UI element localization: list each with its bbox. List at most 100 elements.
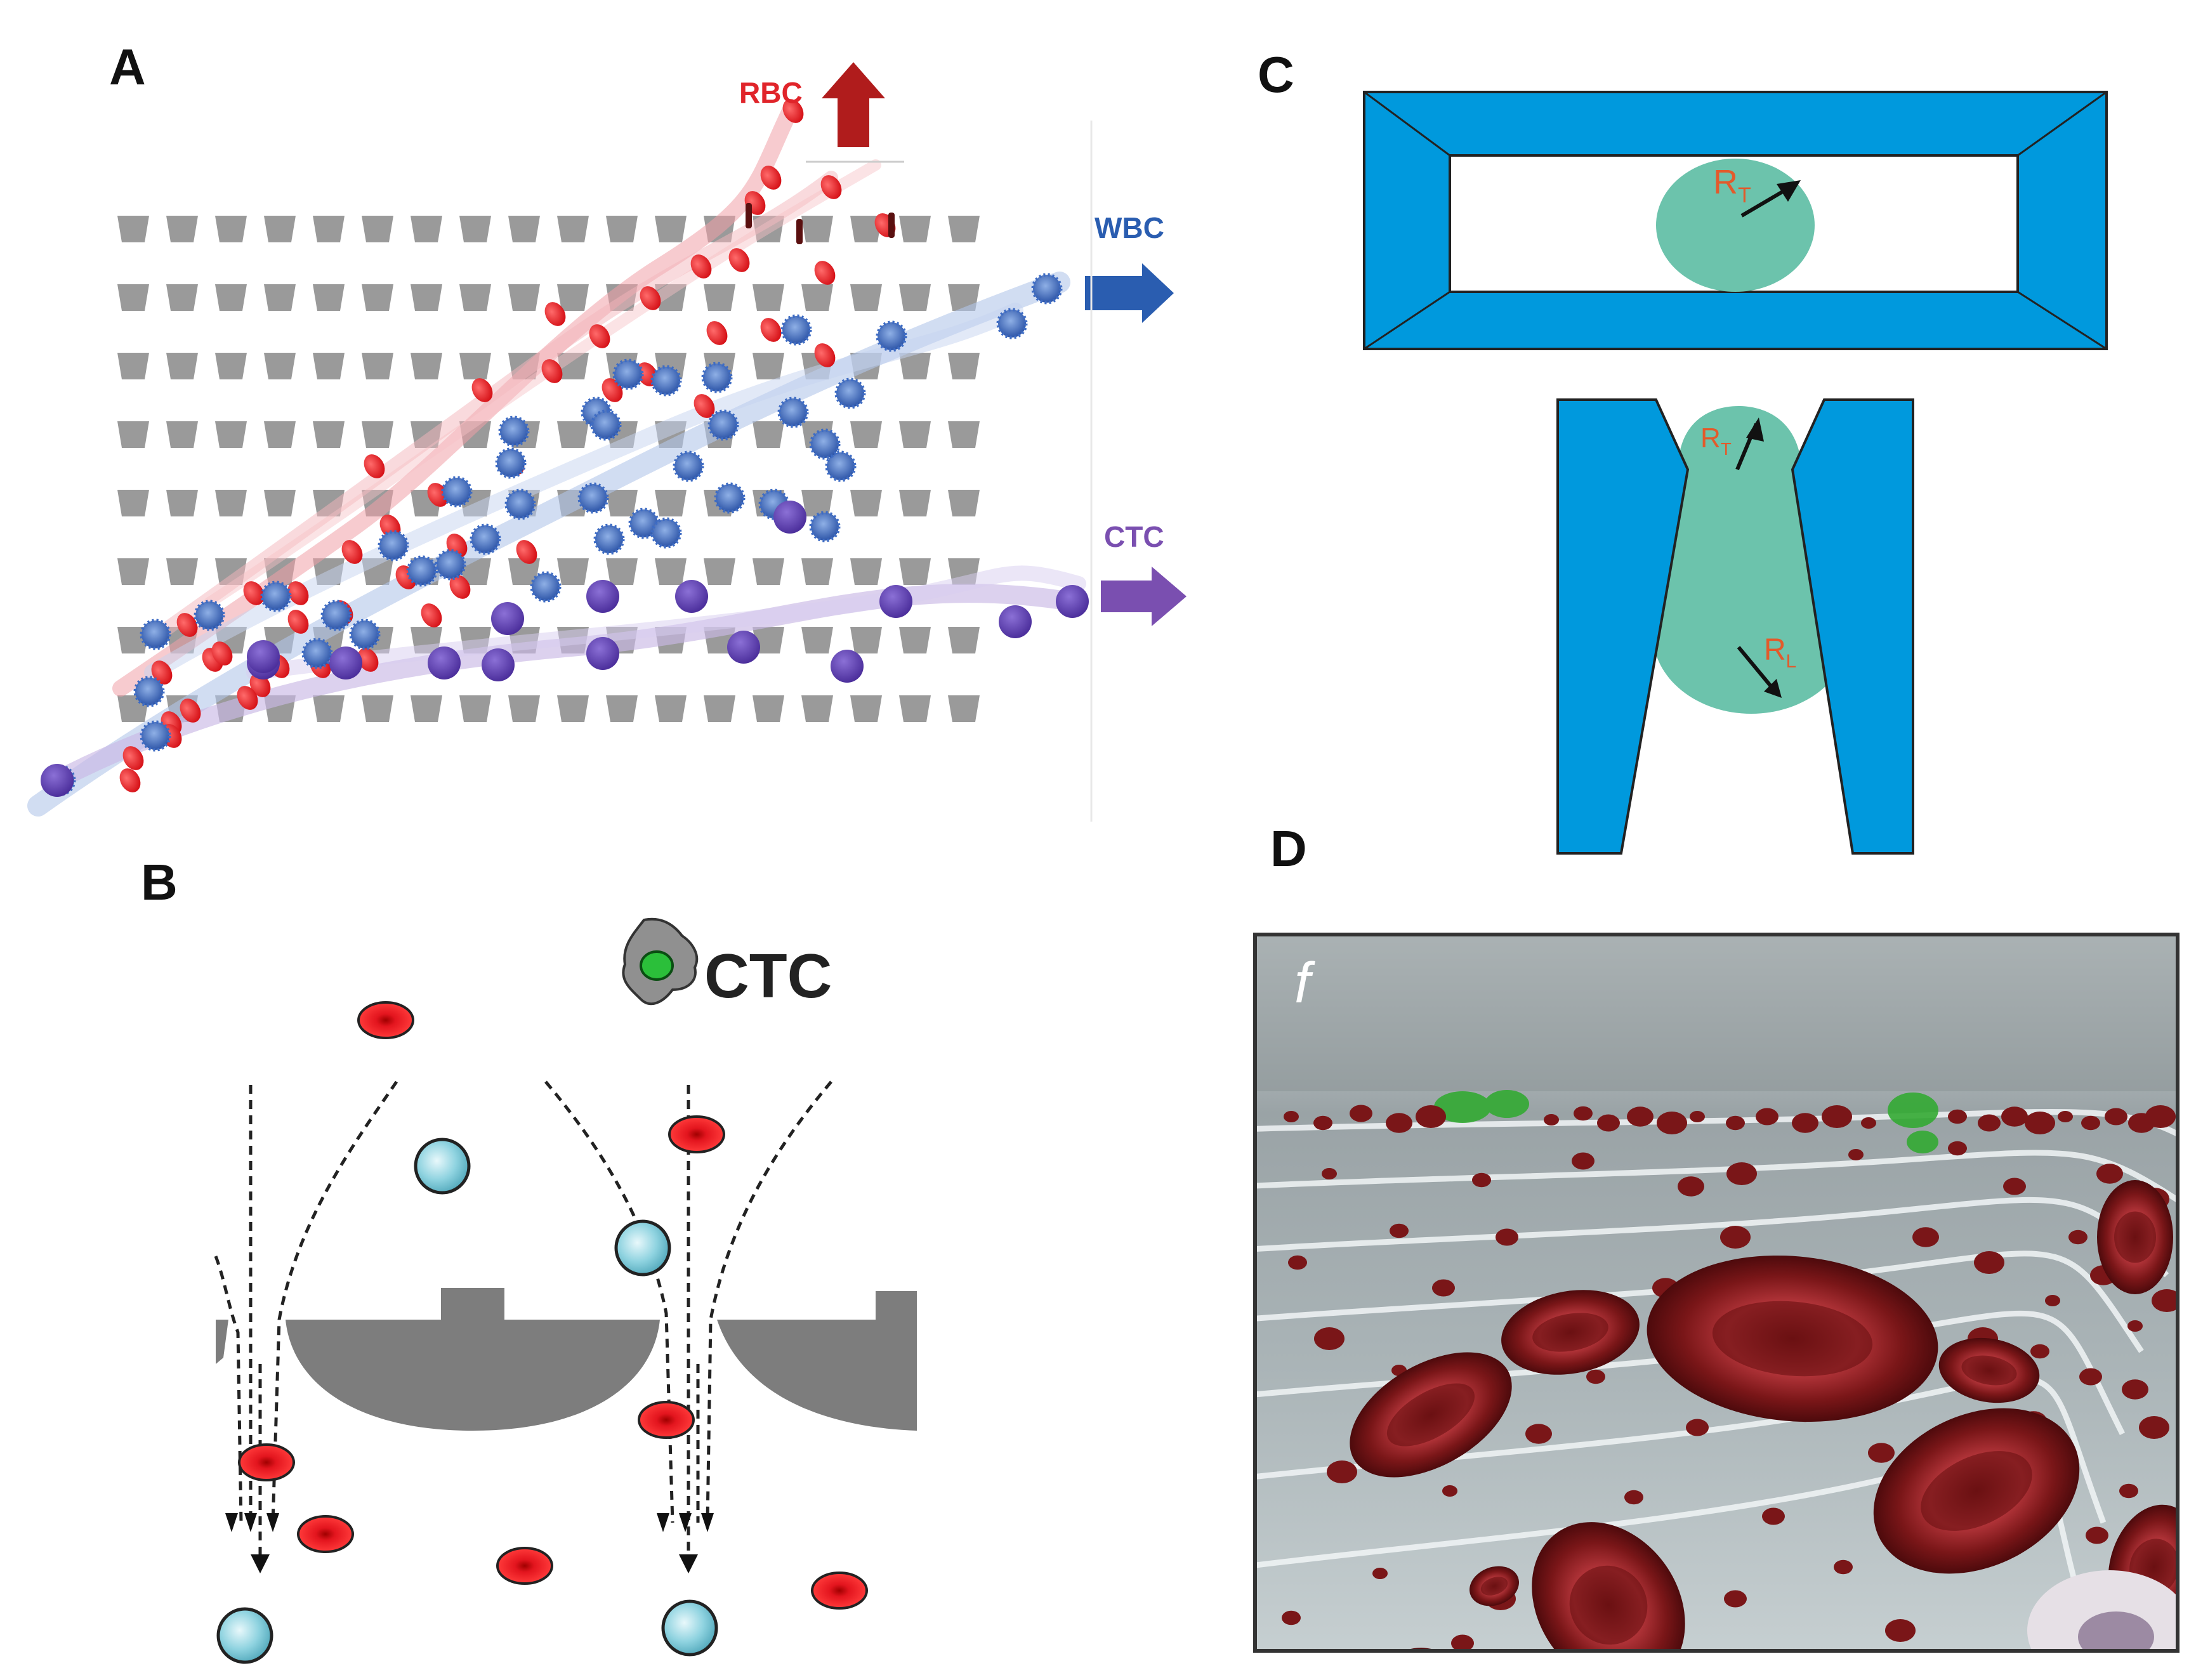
post [899, 490, 931, 516]
post [459, 695, 491, 722]
wbc [590, 409, 622, 441]
post [606, 695, 638, 722]
large-rbc [1938, 1337, 2040, 1403]
rbc [602, 378, 623, 402]
wbc [378, 530, 409, 561]
post [948, 421, 980, 448]
panel-letter-d: D [1270, 820, 1307, 877]
rbc [287, 610, 309, 634]
channel-cross-section: RT [1363, 91, 2108, 350]
small-rbc [2058, 1111, 2073, 1122]
wbc [876, 320, 907, 352]
wbc [133, 676, 165, 707]
post [459, 284, 491, 311]
small-rbc [2105, 1108, 2127, 1125]
small-rbc [2096, 1164, 2123, 1184]
post [899, 284, 931, 311]
small-rbc [1416, 1105, 1446, 1128]
small-rbc [1657, 1112, 1687, 1134]
small-rbc [1885, 1619, 1916, 1642]
rbc [237, 686, 258, 710]
wbc [809, 428, 841, 460]
post [606, 490, 638, 516]
post [753, 558, 784, 585]
post [704, 558, 735, 585]
wbc [320, 600, 352, 631]
post [948, 695, 980, 722]
small-rbc [1861, 1117, 1876, 1129]
small-rbc [1756, 1108, 1778, 1125]
post [166, 353, 198, 379]
small-rbc [2122, 1379, 2148, 1400]
ctc [831, 650, 864, 683]
post [557, 353, 589, 379]
post [948, 490, 980, 516]
radius-label-top: RT [1713, 163, 1751, 207]
ctc [491, 602, 524, 635]
post [362, 353, 393, 379]
wbc-cells-b [216, 1138, 718, 1664]
small-rbc [2045, 1295, 2060, 1306]
small-rbc [1372, 1568, 1388, 1579]
ctc [247, 640, 280, 673]
small-rbc [1350, 1105, 1372, 1122]
wbc [714, 482, 746, 514]
post [362, 216, 393, 242]
rbc [760, 318, 782, 342]
post [801, 558, 833, 585]
rbc [176, 613, 198, 637]
constriction-diagram: RT RL [1556, 398, 1914, 855]
ctc [999, 605, 1032, 638]
wbc [614, 1219, 671, 1276]
small-rbc [1720, 1226, 1751, 1249]
rbc-trajectory [204, 159, 881, 608]
small-rbc [1978, 1114, 2001, 1132]
post [655, 490, 687, 516]
post [264, 490, 296, 516]
small-rbc [2152, 1289, 2180, 1312]
rbc [760, 166, 782, 190]
rbc [728, 248, 750, 272]
ctc [727, 631, 760, 664]
ctc-label-b: CTC [704, 941, 832, 1011]
ctc [428, 646, 461, 679]
rbc [211, 641, 233, 666]
rbc [814, 261, 836, 285]
rbc [238, 1443, 295, 1481]
wbc [216, 1607, 273, 1664]
post [215, 216, 247, 242]
post [801, 490, 833, 516]
post [899, 695, 931, 722]
small-rbc [1314, 1327, 1345, 1350]
ctc [329, 646, 362, 679]
small-rbc [1726, 1115, 1745, 1131]
streamlines [214, 1080, 832, 1561]
small-rbc [1726, 1162, 1757, 1185]
post [215, 284, 247, 311]
large-rbc [2097, 1180, 2173, 1294]
post [801, 216, 833, 242]
streamline-arrowheads [225, 1513, 714, 1573]
ctc-cells [41, 501, 1089, 797]
small-rbc [1848, 1149, 1864, 1160]
rbc [357, 1001, 414, 1039]
rbc [297, 1515, 354, 1553]
wbc [996, 308, 1028, 339]
wbc [260, 581, 292, 612]
small-rbc [1451, 1634, 1474, 1652]
small-rbc [2086, 1526, 2108, 1544]
small-rbc [1690, 1111, 1705, 1122]
rbc [496, 1547, 553, 1585]
rbc [471, 378, 493, 402]
pillar-center [286, 1288, 660, 1431]
post [117, 216, 149, 242]
rbc [122, 746, 144, 770]
wbc [349, 619, 381, 650]
small-rbc [1627, 1106, 1654, 1127]
post [850, 216, 882, 242]
rbc [119, 768, 141, 792]
post [508, 695, 540, 722]
rbc [782, 99, 804, 123]
small-rbc [1284, 1111, 1299, 1122]
rbc [694, 394, 715, 418]
